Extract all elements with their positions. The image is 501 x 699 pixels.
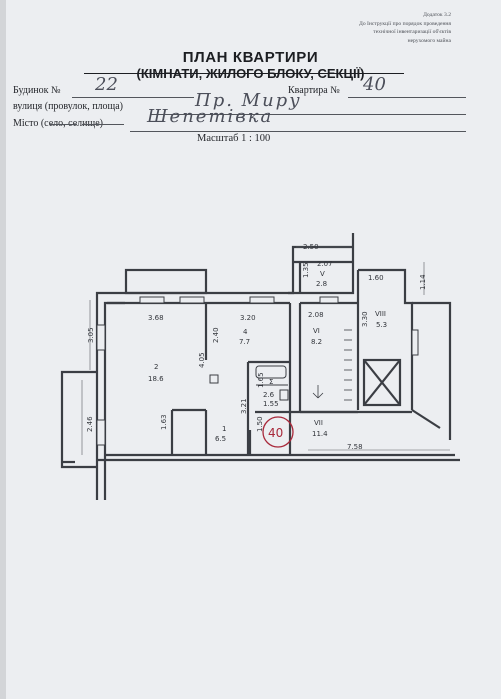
- dim-label: 7.58: [347, 443, 363, 451]
- paper-fold: [0, 0, 6, 699]
- room-number: Σ: [269, 378, 273, 386]
- room-area: 2.8: [316, 280, 327, 288]
- apartment-stamp-circle: [262, 416, 294, 448]
- scale-label: Масштаб 1 : 100: [197, 133, 271, 144]
- apartment-label: Квартира №: [288, 85, 340, 96]
- subtitle-strikethrough: [84, 73, 404, 74]
- street-label: вулиця (провулок, площа): [13, 101, 124, 112]
- dim-label: 3.68: [148, 314, 164, 322]
- dim-label: 1.65: [257, 372, 265, 388]
- room-area: 1.55: [263, 400, 279, 408]
- room-area: 7.7: [239, 338, 250, 346]
- dim-label: 3.20: [240, 314, 256, 322]
- dim-label: 2.07: [317, 260, 333, 268]
- room-area: 18.6: [148, 375, 164, 383]
- bathroom-fixtures: [209, 365, 289, 401]
- dim-label: 3.30: [361, 311, 369, 327]
- building-value: 22: [95, 74, 118, 95]
- strikethrough-selyshche: [82, 124, 124, 125]
- dim-label: 3.21: [240, 398, 248, 414]
- room-area: 8.2: [311, 338, 322, 346]
- annex-line: До Інструкції про порядок проведення: [359, 20, 451, 27]
- annex-note: Додаток 3.2 До Інструкції про порядок пр…: [301, 11, 451, 45]
- room-number: 1: [222, 425, 226, 433]
- street-value: Пр. Миру: [195, 90, 302, 111]
- apartment-value: 40: [363, 74, 386, 95]
- staircase-hatch: [312, 329, 352, 401]
- underline: [130, 131, 466, 132]
- room-area: 6.5: [215, 435, 226, 443]
- room-number: VI: [313, 327, 320, 335]
- city-value: Шепетівка: [147, 106, 274, 127]
- annex-line: Додаток 3.2: [423, 12, 451, 18]
- dim-label: 1.60: [368, 274, 384, 282]
- dimension-lines: [81, 246, 450, 455]
- underline: [72, 97, 194, 98]
- city-label: Місто (село, селище): [13, 118, 103, 129]
- annex-line: нерухомого майна: [407, 37, 451, 44]
- dim-label: 2.08: [308, 311, 324, 319]
- dim-label: 3.05: [87, 327, 95, 343]
- underline: [150, 114, 466, 115]
- dim-label: 1.35: [302, 262, 310, 278]
- apartment-stamp-number: 40: [268, 426, 283, 440]
- dim-label: 2.50: [303, 243, 319, 251]
- dim-label: 2.46: [86, 416, 94, 432]
- dim-label: 1.14: [419, 274, 427, 290]
- underline: [348, 97, 466, 98]
- dim-label: 1.63: [160, 414, 168, 430]
- room-number: V: [320, 270, 325, 278]
- plan-windows: [96, 296, 419, 446]
- annex-line: технічної інвентаризації об'єктів: [373, 29, 451, 35]
- dim-label: 2.40: [212, 327, 220, 343]
- room-area: 2.6: [263, 391, 275, 399]
- document-title: ПЛАН КВАРТИРИ: [182, 49, 319, 66]
- room-area: 5.3: [376, 321, 387, 329]
- room-number: 4: [243, 328, 248, 336]
- room-area: 11.4: [312, 430, 328, 438]
- strikethrough-selo: [50, 124, 77, 125]
- room-number: 2: [154, 363, 158, 371]
- dim-label: 4.05: [198, 352, 206, 368]
- room-number: VIII: [375, 310, 386, 318]
- room-number: VII: [314, 419, 323, 427]
- dim-label: 1.50: [256, 416, 264, 432]
- building-label: Будинок №: [13, 85, 61, 96]
